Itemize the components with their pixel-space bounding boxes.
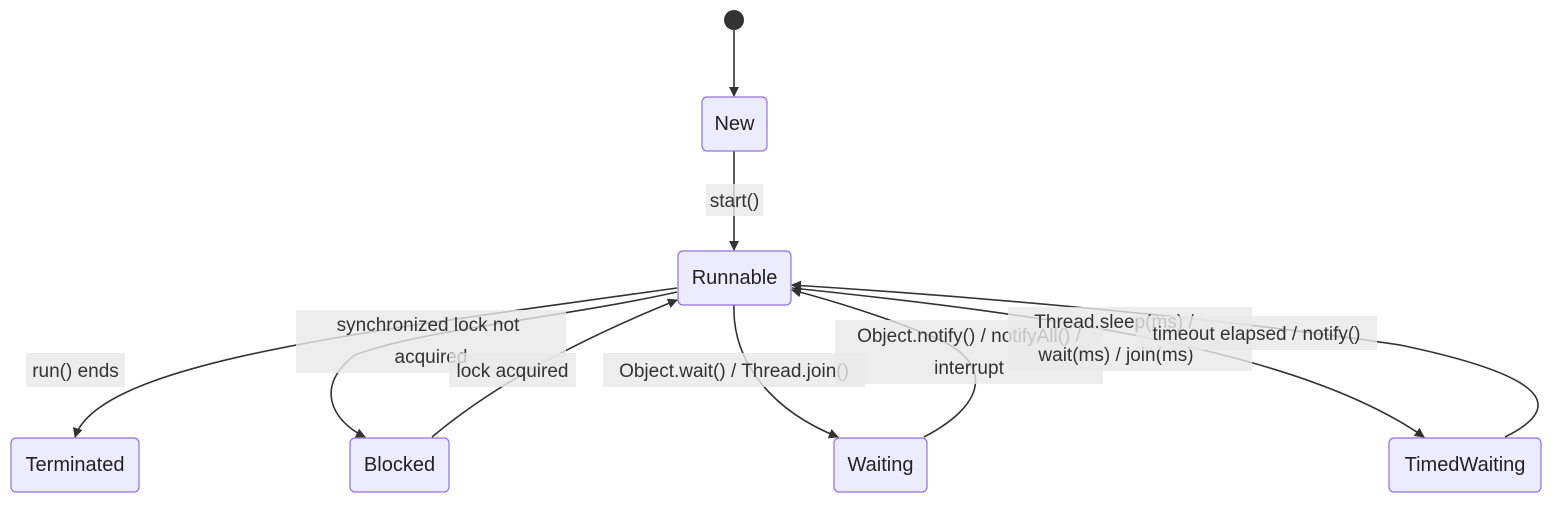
label-sync-lock: synchronized lock not acquired bbox=[296, 310, 566, 373]
label-wait-join-text: Object.wait() / Thread.join() bbox=[619, 361, 849, 382]
state-timedwaiting: TimedWaiting bbox=[1388, 437, 1542, 493]
start-state bbox=[724, 10, 744, 30]
state-runnable: Runnable bbox=[677, 250, 792, 306]
state-waiting-label: Waiting bbox=[848, 454, 914, 476]
label-notify-line2: interrupt bbox=[934, 358, 1004, 379]
edge-runnable-to-terminated bbox=[73, 287, 678, 438]
label-wait-join: Object.wait() / Thread.join() bbox=[603, 353, 865, 387]
state-terminated-label: Terminated bbox=[26, 454, 125, 476]
label-run-ends: run() ends bbox=[26, 353, 125, 387]
label-lock-acquired-text: lock acquired bbox=[457, 361, 569, 382]
state-new-label: New bbox=[714, 113, 755, 135]
label-start-text: start() bbox=[710, 191, 760, 212]
label-run-ends-text: run() ends bbox=[32, 361, 119, 382]
label-start: start() bbox=[706, 184, 763, 216]
state-blocked: Blocked bbox=[349, 437, 450, 493]
label-sync-lock-line1: synchronized lock not bbox=[337, 315, 520, 336]
state-timedwaiting-label: TimedWaiting bbox=[1405, 454, 1526, 476]
state-runnable-label: Runnable bbox=[692, 267, 778, 289]
state-waiting: Waiting bbox=[833, 437, 928, 493]
label-timeout-text: timeout elapsed / notify() bbox=[1152, 324, 1360, 345]
state-blocked-label: Blocked bbox=[364, 454, 435, 476]
state-new: New bbox=[701, 96, 768, 152]
label-lock-acquired: lock acquired bbox=[449, 353, 576, 387]
label-sleep-line2: wait(ms) / join(ms) bbox=[1037, 345, 1193, 366]
state-terminated: Terminated bbox=[10, 437, 140, 493]
label-timeout: timeout elapsed / notify() bbox=[1136, 316, 1377, 350]
